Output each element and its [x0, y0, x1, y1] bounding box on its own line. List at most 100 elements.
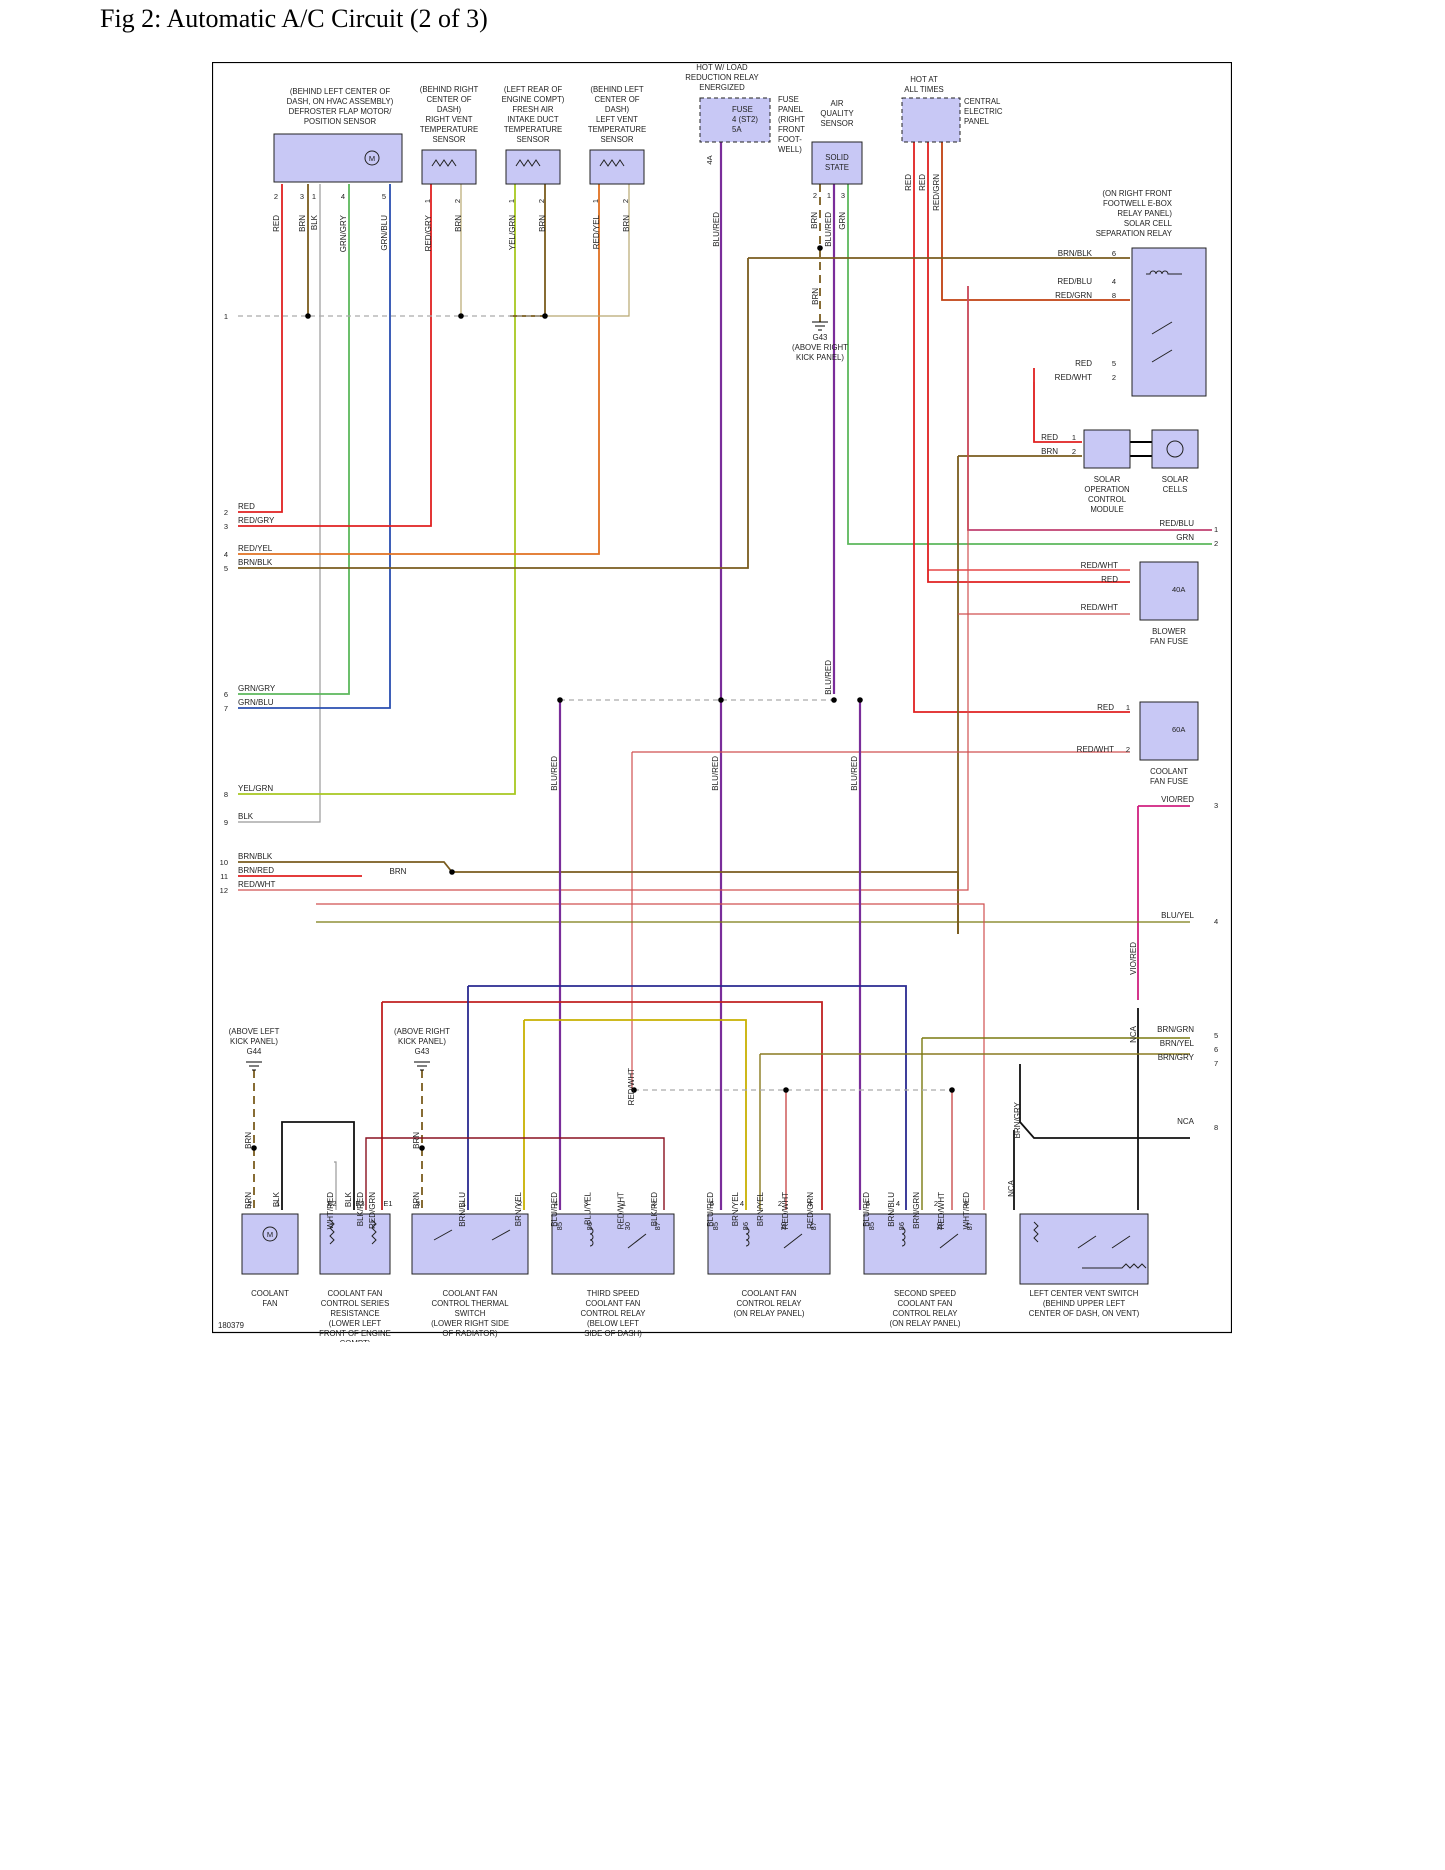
- series-resistance-pin: E2: [327, 1199, 336, 1208]
- sensor-pin: 2: [453, 199, 462, 203]
- fuse-panel-caption: FUSE: [778, 95, 799, 104]
- wire-brn-grn-lower: [921, 1037, 1190, 1210]
- relay-wire-label: RED/GRN: [806, 1192, 815, 1229]
- central-wire-label: RED: [918, 174, 927, 191]
- wire-red-defroster: [238, 184, 283, 513]
- coolant-fuse-caption: COOLANT: [1150, 767, 1188, 776]
- ground-splice-dot: [542, 313, 548, 319]
- thermistor-icon: [431, 159, 457, 167]
- solar-relay-wire-label: RED: [1075, 359, 1092, 368]
- right-connector-wire-label: GRN: [1176, 533, 1194, 542]
- central-wire-label: RED/GRN: [932, 174, 941, 211]
- defroster-caption: DASH, ON HVAC ASSEMBLY): [287, 97, 394, 106]
- relay-wire-label: BLU/YEL: [583, 1191, 592, 1224]
- central-header: ALL TIMES: [904, 85, 943, 94]
- connector-wire-label: RED/YEL: [238, 544, 273, 553]
- wire-red-grn-lower: [381, 1001, 823, 1210]
- temp-sensor-body: [589, 149, 645, 185]
- solar-cells-caption: SOLAR: [1162, 475, 1189, 484]
- wire-grn-aq: [847, 184, 1212, 545]
- defroster-caption: POSITION SENSOR: [304, 117, 377, 126]
- third-speed-relay-caption: CONTROL RELAY: [581, 1309, 647, 1318]
- wire-wht-red: [334, 1161, 337, 1210]
- sensor-caption: TEMPERATURE: [588, 125, 646, 134]
- defroster-pin: 3: [300, 192, 304, 201]
- solar-module-caption: MODULE: [1090, 505, 1123, 514]
- solar-relay-pin: 5: [1112, 359, 1116, 368]
- vent-switch-caption: (BEHIND UPPER LEFT: [1043, 1299, 1126, 1308]
- right-connector-wire-label: BRN/GRY: [1158, 1053, 1195, 1062]
- defroster-wire-label: RED: [272, 215, 281, 232]
- bus-splice-dot: [557, 697, 563, 703]
- right-connector-wire-label: BLU/YEL: [1161, 911, 1194, 920]
- relay-terminal: 30: [935, 1222, 944, 1230]
- blower-fuse-caption: BLOWER: [1152, 627, 1186, 636]
- coolant-fan-motor-icon: [262, 1226, 278, 1242]
- connector-pin-number: 6: [224, 690, 228, 699]
- right-connector-pin: 8: [1214, 1123, 1218, 1132]
- connector-pin-number: 9: [224, 818, 228, 827]
- solar-relay-pin: 8: [1112, 291, 1116, 300]
- relay-wire-label: BRN/GRN: [912, 1192, 921, 1229]
- solar-module-caption: CONTROL: [1088, 495, 1127, 504]
- solar-relay-pin: 4: [1112, 277, 1116, 286]
- fuse-panel-caption: FRONT: [778, 125, 805, 134]
- solar-relay-caption: RELAY PANEL): [1117, 209, 1172, 218]
- wire-red-yel: [238, 184, 600, 555]
- central-caption: CENTRAL: [964, 97, 1001, 106]
- defroster-flap-motor-body: [273, 133, 403, 183]
- second-speed-relay-body: [863, 1213, 987, 1275]
- connector-pin-number: 10: [220, 858, 228, 867]
- relay-terminal: 85: [711, 1222, 720, 1230]
- relay-wire-label: RED/WHT: [781, 1192, 790, 1229]
- central-header: HOT AT: [910, 75, 938, 84]
- air-quality-caption: QUALITY: [820, 109, 854, 118]
- air-quality-wire-label: GRN: [838, 212, 847, 230]
- relay-wire-label: BLU/RED: [706, 1192, 715, 1227]
- central-panel-box: [901, 97, 961, 143]
- page-title: Fig 2: Automatic A/C Circuit (2 of 3): [100, 4, 488, 33]
- connector-pin-number: 8: [224, 790, 228, 799]
- air-quality-body-text: STATE: [825, 163, 849, 172]
- sensor-caption: ENGINE COMPT): [502, 95, 565, 104]
- solar-relay-wire-label: RED/GRN: [1055, 291, 1092, 300]
- relay-pin: 3: [584, 1199, 588, 1208]
- coolant-fuse-pin: 1: [1126, 703, 1130, 712]
- connector-wire-label: BLK: [238, 812, 254, 821]
- diagram-id: 180379: [218, 1321, 244, 1330]
- solar-relay-caption: (ON RIGHT FRONT: [1102, 189, 1172, 198]
- relay-terminal: 30: [779, 1222, 788, 1230]
- relay-terminal: 87: [653, 1222, 662, 1230]
- relay-bus-dot: [631, 1087, 637, 1093]
- relay-wire-label: BRN/YEL: [731, 1191, 740, 1226]
- vent-switch-icon: [1033, 1221, 1147, 1269]
- series-resistance-caption: COOLANT FAN: [328, 1289, 383, 1298]
- defroster-pin: 1: [312, 192, 316, 201]
- fuse-panel-caption: WELL): [778, 145, 802, 154]
- air-quality-caption: AIR: [831, 99, 844, 108]
- sensor-caption: DASH): [605, 105, 630, 114]
- coolant-fan-relay-caption: COOLANT FAN: [742, 1289, 797, 1298]
- defroster-pin: 5: [382, 192, 386, 201]
- right-connector-wire-label: BRN/GRN: [1157, 1025, 1194, 1034]
- sensor-caption: TEMPERATURE: [420, 125, 478, 134]
- series-resistance-pin: E1: [383, 1199, 392, 1208]
- solar-relay-pin: 6: [1112, 249, 1116, 258]
- sensor-caption: (BEHIND RIGHT: [420, 85, 479, 94]
- fuse-panel-caption: PANEL: [778, 105, 804, 114]
- third-speed-relay-caption: COOLANT FAN: [586, 1299, 641, 1308]
- relay-wire-label: BLU/RED: [550, 1192, 559, 1227]
- solar-module-caption: OPERATION: [1084, 485, 1129, 494]
- coolant-fan-relay-caption: CONTROL RELAY: [737, 1299, 803, 1308]
- connector-wire-label: BRN/BLK: [238, 852, 273, 861]
- nca-label: NCA: [1129, 1025, 1138, 1043]
- wire-blk-defroster: [238, 184, 321, 823]
- sensor-wire-label: BRN: [538, 215, 547, 232]
- sensor-wire-label: RED/YEL: [592, 214, 601, 249]
- air-quality-body-text: SOLID: [825, 153, 849, 162]
- g43-caption: (ABOVE RIGHT: [792, 343, 848, 352]
- connector-wire-label: RED/GRY: [238, 516, 275, 525]
- wire-red-wht-long: [316, 903, 985, 1210]
- sensor-caption: CENTER OF: [594, 95, 639, 104]
- diagram-frame: [212, 62, 1232, 1334]
